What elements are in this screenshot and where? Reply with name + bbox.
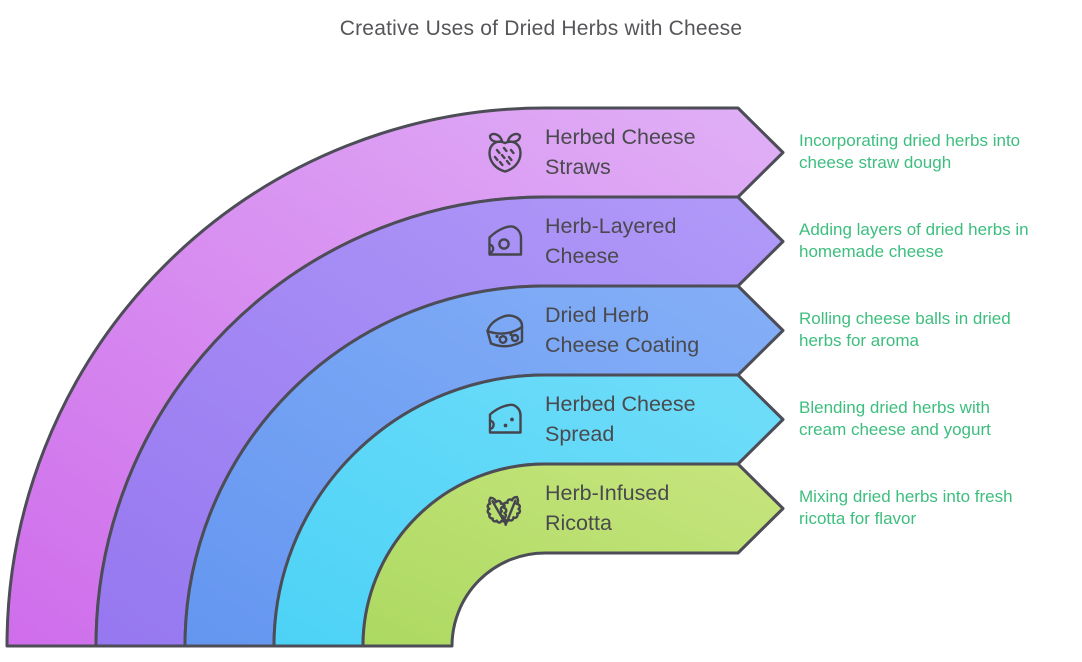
item-title-dried-herb-cheese-coating: Dried Herb Cheese Coating: [545, 303, 700, 357]
cheese-wedge-hole-icon: [481, 217, 529, 265]
item-title-herbed-cheese-spread: Herbed Cheese Spread: [545, 392, 696, 446]
item-description: Adding layers of dried herbs in homemade…: [799, 220, 1029, 261]
item-title-herb-layered-cheese: Herb-Layered Cheese: [545, 214, 677, 268]
band-herb-infused-ricotta: [361, 462, 785, 648]
oak-leaves-icon: [481, 484, 529, 532]
item-title-herbed-cheese-straws: Herbed Cheese Straws: [545, 125, 696, 179]
strawberry-icon: [481, 128, 529, 176]
item-description: Mixing dried herbs into fresh ricotta fo…: [799, 487, 1013, 528]
item-description: Rolling cheese balls in dried herbs for …: [799, 309, 1011, 350]
cheese-block-holes-icon: [481, 306, 529, 354]
item-description: Incorporating dried herbs into cheese st…: [799, 131, 1021, 172]
item-title-herb-infused-ricotta: Herb-Infused Ricotta: [545, 481, 670, 535]
cheese-wedge-dots-icon: [481, 395, 529, 443]
item-description: Blending dried herbs with cream cheese a…: [799, 398, 991, 439]
page-title: Creative Uses of Dried Herbs with Cheese: [339, 17, 743, 40]
